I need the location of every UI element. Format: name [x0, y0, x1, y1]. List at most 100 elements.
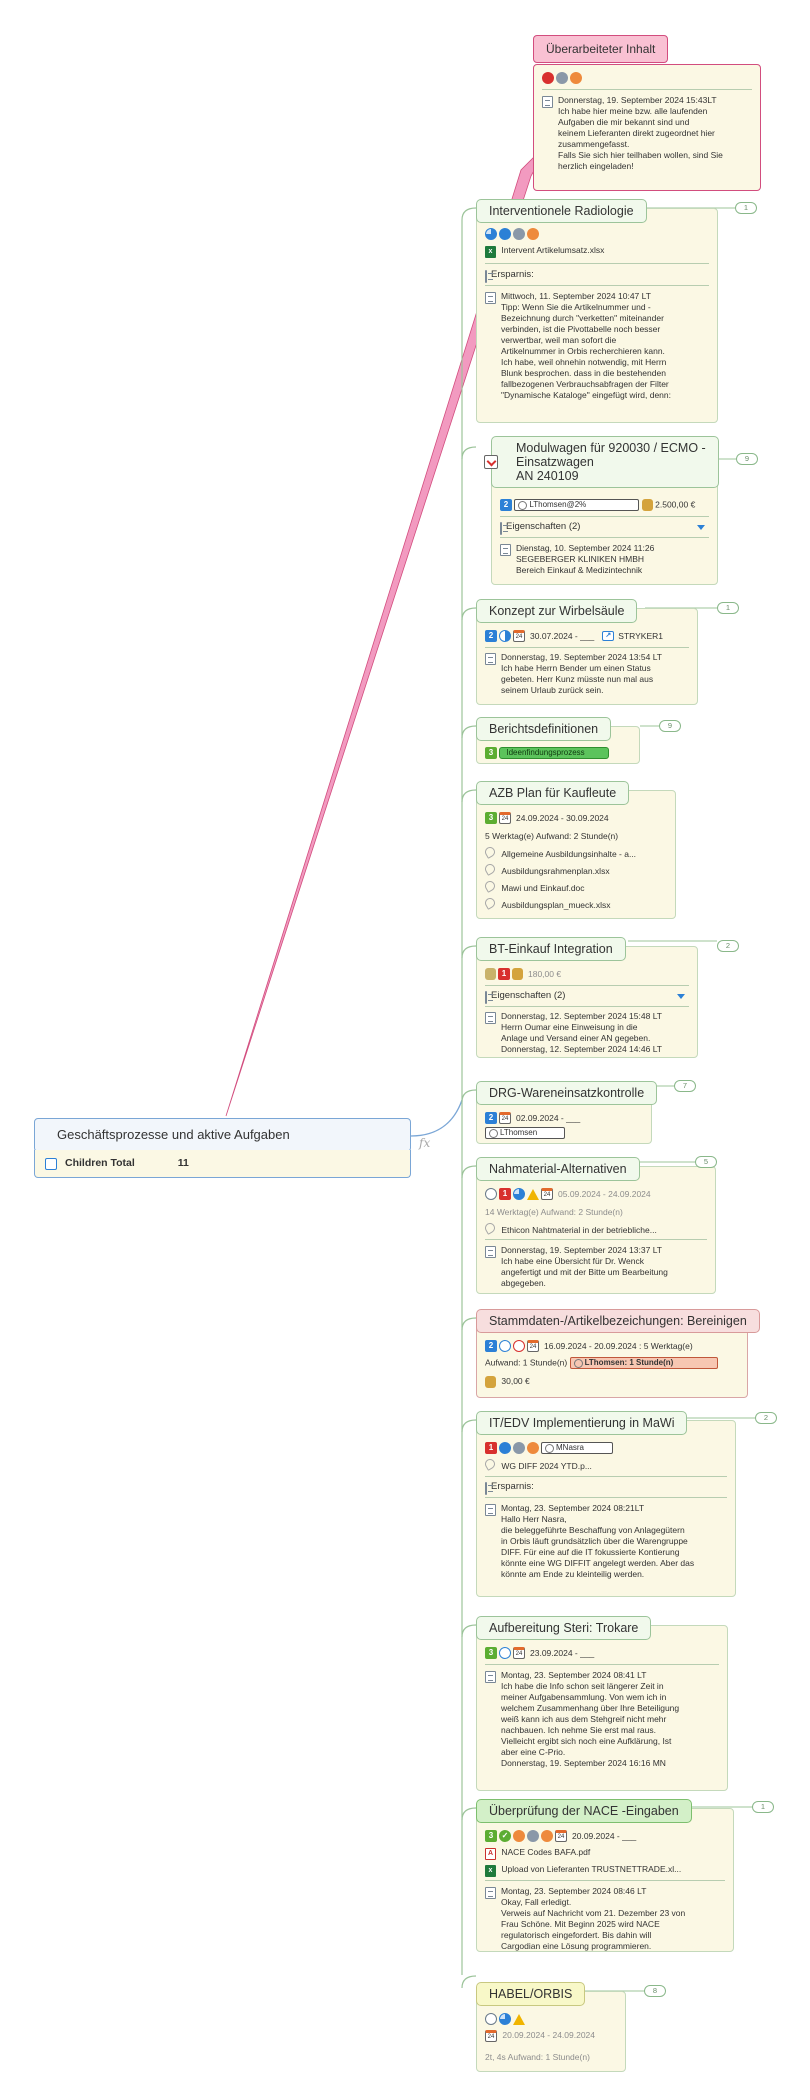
topic-ueberpruefung-nace[interactable]: Überprüfung der NACE -Eingaben 3 ✓ 24 20… — [476, 1799, 734, 1952]
central-topic[interactable]: Geschäftsprozesse und aktive Aufgaben — [34, 1118, 411, 1152]
chevron-down-icon[interactable] — [697, 525, 705, 530]
child-count-badge[interactable]: 1 — [735, 202, 757, 214]
progress-empty-icon — [499, 1340, 511, 1352]
topic-title[interactable]: IT/EDV Implementierung in MaWi — [476, 1411, 688, 1435]
progress-pie-icon — [513, 1188, 525, 1200]
date-row: 24 20.09.2024 - 24.09.2024 — [485, 2030, 619, 2042]
topic-aufbereitung-steri[interactable]: Aufbereitung Steri: Trokare 3 24 23.09.2… — [476, 1616, 728, 1791]
priority-icon: 1 — [498, 968, 510, 980]
child-count-badge[interactable]: 9 — [736, 453, 758, 465]
topic-icons: 3 ✓ 24 20.09.2024 - ___ — [485, 1829, 727, 1843]
progress-pie-icon — [499, 2013, 511, 2025]
child-count-badge[interactable]: 2 — [717, 940, 739, 952]
priority-icon: 3 — [485, 747, 497, 759]
topic-title[interactable]: Modulwagen für 920030 / ECMO - Einsatzwa… — [491, 436, 719, 488]
topic-note: Dienstag, 10. September 2024 11:26 SEGEB… — [500, 543, 711, 576]
callout-title[interactable]: Überarbeiteter Inhalt — [533, 35, 669, 63]
topic-bt-einkauf-integration[interactable]: BT-Einkauf Integration 1 180,00 € Eigens… — [476, 937, 698, 1058]
child-count-badge[interactable]: 2 — [755, 1412, 777, 1424]
topic-title[interactable]: Überprüfung der NACE -Eingaben — [476, 1799, 692, 1823]
callout-body[interactable]: Donnerstag, 19. September 2024 15:43LT I… — [533, 64, 761, 191]
priority-icon: 3 — [485, 812, 497, 824]
topic-drg-wareneinsatzkontrolle[interactable]: DRG-Wareneinsatzkontrolle 2 24 02.09.202… — [476, 1081, 658, 1144]
attachment-row[interactable]: WG DIFF 2024 YTD.p... — [485, 1459, 729, 1472]
property-header[interactable]: Eigenschaften (2) — [485, 989, 689, 1004]
topic-title[interactable]: Nahmaterial-Alternativen — [476, 1157, 640, 1181]
calendar-icon: 24 — [541, 1188, 553, 1200]
topic-it-edv-implementierung[interactable]: IT/EDV Implementierung in MaWi 1 MNasra … — [476, 1411, 736, 1597]
attachment-row[interactable]: Allgemeine Ausbildungsinhalte - a... — [485, 847, 669, 860]
topic-berichtsdefinitionen[interactable]: Berichtsdefinitionen 3 Ideenfindungsproz… — [476, 717, 640, 764]
alarm-icon — [513, 1340, 525, 1352]
priority-icon: 3 — [485, 1647, 497, 1659]
attachment-row[interactable]: x Intervent Artikelumsatz.xlsx — [485, 245, 711, 258]
attachment-row[interactable]: A NACE Codes BAFA.pdf — [485, 1847, 727, 1860]
warning-icon — [527, 1188, 539, 1200]
topic-title[interactable]: Berichtsdefinitionen — [476, 717, 612, 741]
topic-note: Montag, 23. September 2024 08:46 LT Okay… — [485, 1886, 727, 1952]
topic-stammdaten-bereinigen[interactable]: Stammdaten-/Artikelbezeichungen: Bereini… — [476, 1309, 760, 1398]
person-icon — [513, 1442, 525, 1454]
resource-chip[interactable]: LThomsen: 1 Stunde(n) — [569, 1357, 718, 1369]
effort-row: 2t, 4s Aufwand: 1 Stunde(n) — [485, 2052, 590, 2062]
topic-title[interactable]: DRG-Wareneinsatzkontrolle — [476, 1081, 658, 1105]
paperclip-icon — [485, 847, 497, 859]
tag-chip[interactable]: Ideenfindungsprozess — [499, 747, 610, 759]
attachment-row[interactable]: Ethicon Nahtmaterial in der betriebliche… — [485, 1223, 709, 1236]
property-header[interactable]: Ersparnis: — [485, 1480, 727, 1495]
child-count-badge[interactable]: 7 — [674, 1080, 696, 1092]
topic-title[interactable]: BT-Einkauf Integration — [476, 937, 626, 961]
child-count-badge[interactable]: 9 — [659, 720, 681, 732]
paperclip-icon — [485, 881, 497, 893]
topic-icons: 1 180,00 € — [485, 967, 691, 981]
money-bag-icon — [485, 1376, 496, 1388]
callout-icons — [542, 71, 754, 85]
topic-note: Donnerstag, 19. September 2024 13:54 LT … — [485, 652, 691, 696]
note-icon — [485, 653, 496, 665]
topic-icons — [485, 227, 711, 241]
property-header[interactable]: Ersparnis: — [485, 268, 709, 283]
topic-icons: 2 24 30.07.2024 - ___ ↗ STRYKER1 — [485, 629, 691, 643]
calendar-icon: 24 — [499, 812, 511, 824]
child-count-badge[interactable]: 1 — [717, 602, 739, 614]
child-count-badge[interactable]: 8 — [644, 1985, 666, 1997]
link-icon[interactable]: ↗ — [602, 631, 615, 641]
resource-chip[interactable]: LThomsen@2% — [514, 499, 640, 511]
topic-title[interactable]: HABEL/ORBIS — [476, 1982, 586, 2006]
topic-icons: 2 24 16.09.2024 - 20.09.2024 : 5 Werktag… — [485, 1339, 741, 1353]
topic-nahmaterial-alternativen[interactable]: Nahmaterial-Alternativen 1 24 05.09.2024… — [476, 1157, 716, 1294]
topic-title[interactable]: AZB Plan für Kaufleute — [476, 781, 630, 805]
topic-interventionele-radiologie[interactable]: Interventionele Radiologie x Intervent A… — [476, 199, 718, 423]
child-count-badge[interactable]: 5 — [695, 1156, 717, 1168]
resource-chip[interactable]: LThomsen — [485, 1127, 565, 1139]
children-total-label: Children Total — [65, 1157, 135, 1169]
paperclip-icon — [485, 864, 497, 876]
topic-title[interactable]: Stammdaten-/Artikelbezeichungen: Bereini… — [476, 1309, 760, 1333]
topic-modulwagen[interactable]: Modulwagen für 920030 / ECMO - Einsatzwa… — [491, 436, 719, 585]
properties-icon — [485, 1482, 487, 1495]
fx-icon[interactable]: fx — [419, 1136, 431, 1150]
attachment-row[interactable]: x Upload von Lieferanten TRUSTNETTRADE.x… — [485, 1864, 727, 1877]
task-checkbox-icon[interactable] — [484, 455, 498, 469]
topic-title[interactable]: Interventionele Radiologie — [476, 199, 647, 223]
calendar-icon: 24 — [555, 1830, 567, 1842]
property-header[interactable]: Eigenschaften (2) — [500, 520, 709, 535]
resource-row: LThomsen — [485, 1127, 645, 1139]
child-count-badge[interactable]: 1 — [752, 1801, 774, 1813]
priority-icon: 2 — [500, 499, 512, 512]
clock-icon — [485, 2013, 497, 2025]
topic-title[interactable]: Konzept zur Wirbelsäule — [476, 599, 638, 623]
attachment-row[interactable]: Ausbildungsplan_mueck.xlsx — [485, 898, 669, 911]
topic-title[interactable]: Aufbereitung Steri: Trokare — [476, 1616, 652, 1640]
topic-konzept-wirbelsaeule[interactable]: Konzept zur Wirbelsäule 2 24 30.07.2024 … — [476, 599, 698, 705]
attachment-row[interactable]: Ausbildungsrahmenplan.xlsx — [485, 864, 669, 877]
topic-note: Donnerstag, 12. September 2024 15:48 LT … — [485, 1011, 691, 1055]
topic-habel-orbis[interactable]: HABEL/ORBIS 24 20.09.2024 - 24.09.2024 2… — [476, 1982, 626, 2072]
topic-icons — [485, 2012, 619, 2026]
chevron-down-icon[interactable] — [677, 994, 685, 999]
paperclip-icon — [485, 1459, 497, 1471]
topic-azb-plan[interactable]: AZB Plan für Kaufleute 3 24 24.09.2024 -… — [476, 781, 676, 919]
attachment-row[interactable]: Mawi und Einkauf.doc — [485, 881, 669, 894]
resource-chip[interactable]: MNasra — [541, 1442, 613, 1454]
topic-icons: 3 24 23.09.2024 - ___ — [485, 1646, 721, 1660]
